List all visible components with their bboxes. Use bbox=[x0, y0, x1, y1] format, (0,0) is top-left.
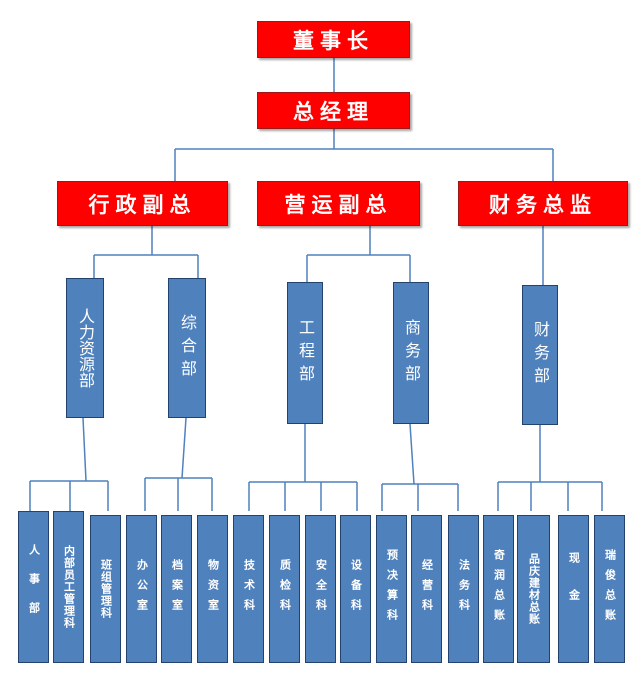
node-unit-technical-label: 技术科 bbox=[242, 559, 256, 619]
node-dept-general-label: 综合部 bbox=[178, 313, 197, 383]
node-vp-finance: 财务总监 bbox=[458, 181, 628, 226]
node-unit-office: 办公室 bbox=[126, 515, 157, 663]
node-unit-technical: 技术科 bbox=[233, 515, 264, 663]
node-dept-finance-label: 财务部 bbox=[531, 320, 550, 390]
node-unit-internal-staff-label: 内部员工管理科 bbox=[62, 545, 76, 629]
node-general-manager-label: 总经理 bbox=[293, 99, 374, 124]
node-dept-hr-label: 人力资源部 bbox=[76, 308, 95, 388]
node-dept-engineering: 工程部 bbox=[287, 282, 323, 424]
node-unit-profit-ledger-label: 奇润总账 bbox=[492, 549, 506, 629]
node-dept-general: 综合部 bbox=[168, 278, 206, 418]
node-vp-operations-label: 营运副总 bbox=[284, 192, 393, 217]
node-chairman-label: 董事长 bbox=[293, 28, 374, 53]
node-unit-shift-team-label: 班组管理科 bbox=[99, 559, 113, 619]
node-unit-operations-label: 经营科 bbox=[420, 559, 434, 619]
node-dept-finance: 财务部 bbox=[522, 285, 558, 425]
node-vp-admin-label: 行政副总 bbox=[88, 192, 197, 217]
node-unit-legal-label: 法务科 bbox=[457, 559, 471, 619]
node-dept-engineering-label: 工程部 bbox=[296, 318, 315, 388]
node-unit-internal-staff: 内部员工管理科 bbox=[53, 511, 84, 663]
node-unit-materials-label: 物资室 bbox=[206, 559, 220, 619]
node-dept-business: 商务部 bbox=[393, 282, 429, 424]
node-unit-cash-label: 现金 bbox=[567, 552, 581, 626]
node-unit-quality-label: 质检科 bbox=[278, 559, 292, 619]
node-unit-building-materials-label: 品庆建材总账 bbox=[527, 553, 541, 625]
node-unit-archives: 档案室 bbox=[161, 515, 192, 663]
node-unit-profit-ledger: 奇润总账 bbox=[483, 515, 514, 663]
node-unit-cash: 现金 bbox=[558, 515, 589, 663]
node-unit-equipment: 设备科 bbox=[340, 515, 371, 663]
node-dept-business-label: 商务部 bbox=[402, 318, 421, 388]
node-unit-office-label: 办公室 bbox=[135, 559, 149, 619]
node-chairman: 董事长 bbox=[257, 21, 410, 58]
node-unit-shift-team: 班组管理科 bbox=[90, 515, 121, 663]
node-unit-personnel-label: 人事部 bbox=[27, 543, 41, 631]
node-unit-legal: 法务科 bbox=[448, 515, 479, 663]
node-unit-building-materials: 品庆建材总账 bbox=[517, 515, 550, 663]
node-unit-safety-label: 安全科 bbox=[314, 559, 328, 619]
node-unit-quality: 质检科 bbox=[269, 515, 300, 663]
node-vp-operations: 营运副总 bbox=[257, 181, 420, 226]
node-unit-safety: 安全科 bbox=[305, 515, 336, 663]
node-unit-budget: 预决算科 bbox=[376, 515, 407, 663]
node-dept-hr: 人力资源部 bbox=[66, 278, 104, 418]
node-unit-archives-label: 档案室 bbox=[170, 559, 184, 619]
node-unit-ruijun-ledger-label: 瑞俊总账 bbox=[603, 549, 617, 629]
node-unit-budget-label: 预决算科 bbox=[385, 549, 399, 629]
node-unit-ruijun-ledger: 瑞俊总账 bbox=[594, 515, 625, 663]
node-unit-operations: 经营科 bbox=[411, 515, 442, 663]
node-general-manager: 总经理 bbox=[257, 92, 410, 129]
node-vp-finance-label: 财务总监 bbox=[489, 192, 597, 217]
node-unit-personnel: 人事部 bbox=[18, 511, 49, 663]
node-unit-materials: 物资室 bbox=[197, 515, 228, 663]
node-vp-admin: 行政副总 bbox=[57, 181, 228, 226]
node-unit-equipment-label: 设备科 bbox=[349, 559, 363, 619]
